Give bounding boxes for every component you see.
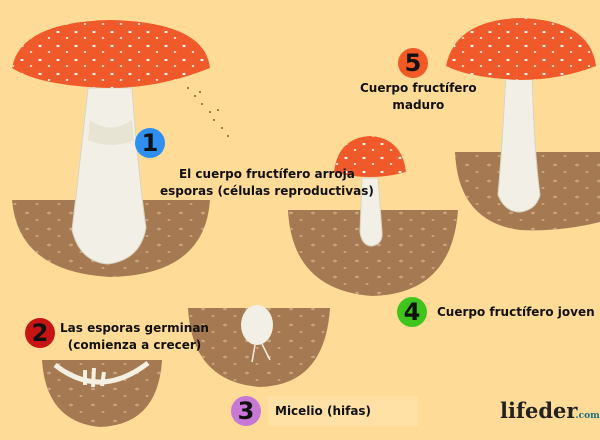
lifeder-logo: lifeder.com bbox=[500, 398, 600, 423]
soil-stage-3 bbox=[188, 305, 330, 387]
stage-3-label-band bbox=[268, 396, 418, 426]
stage-2-line-1: Las esporas germinan bbox=[60, 321, 209, 335]
logo-name: lifeder bbox=[500, 398, 578, 423]
stage-5-label: Cuerpo fructífero maduro bbox=[360, 80, 477, 114]
mushroom-mature bbox=[446, 18, 596, 213]
stage-2-badge: 2 bbox=[25, 318, 55, 348]
stage-5-badge: 5 bbox=[398, 48, 428, 78]
logo-suffix: .com bbox=[575, 411, 600, 421]
stage-1-label: El cuerpo fructífero arroja esporas (cél… bbox=[160, 166, 374, 200]
stage-5-line-1: Cuerpo fructífero bbox=[360, 81, 477, 95]
stage-3-label: Micelio (hifas) bbox=[275, 404, 372, 418]
soil-stage-4 bbox=[288, 210, 458, 296]
stage-4-badge: 4 bbox=[397, 297, 427, 327]
stage-1-line-2: esporas (células reproductivas) bbox=[160, 184, 374, 198]
stage-4-label: Cuerpo fructífero joven bbox=[437, 305, 595, 319]
mushroom-mature-spores bbox=[12, 20, 229, 265]
stage-2-line-2: (comienza a crecer) bbox=[67, 338, 202, 352]
soil-stage-2 bbox=[42, 360, 162, 427]
mushroom-young bbox=[334, 136, 406, 247]
stage-5-line-2: maduro bbox=[392, 98, 445, 112]
stage-3-badge: 3 bbox=[231, 396, 261, 426]
stage-2-label: Las esporas germinan (comienza a crecer) bbox=[60, 320, 209, 354]
stage-1-line-1: El cuerpo fructífero arroja bbox=[178, 167, 355, 181]
stage-1-badge: 1 bbox=[135, 128, 165, 158]
